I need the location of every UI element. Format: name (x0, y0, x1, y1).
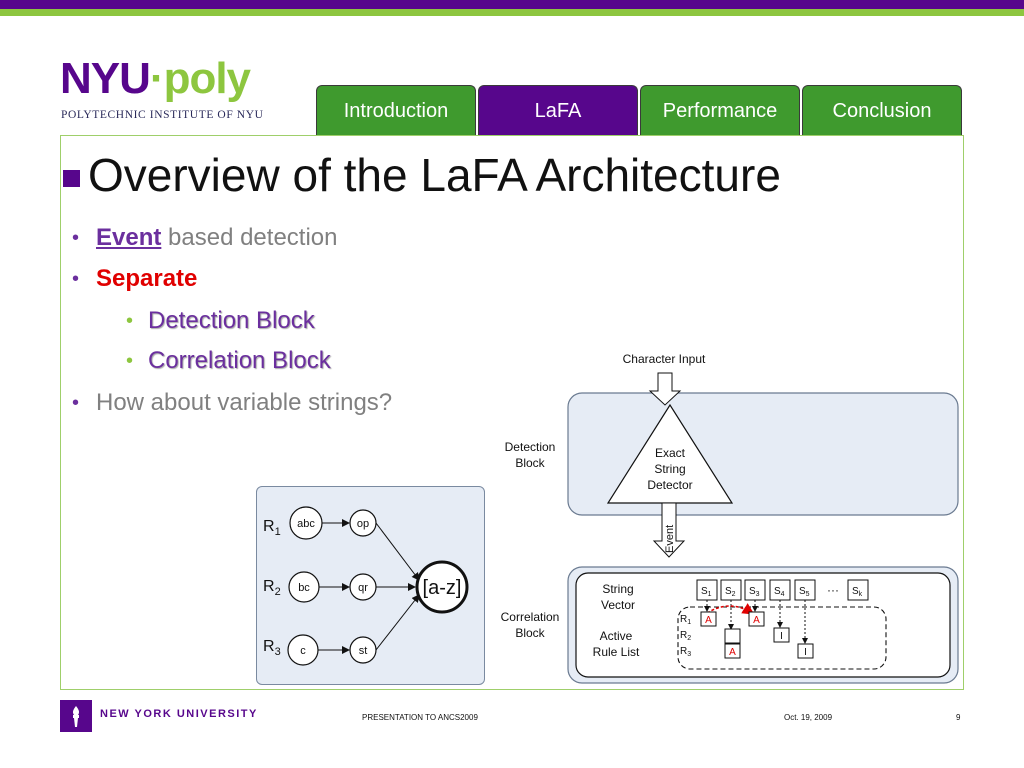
bullet-dot-icon: • (72, 227, 80, 249)
bullet-event-rest: based detection (161, 224, 338, 251)
state-label: qr (358, 582, 368, 594)
string-vector-label: String (602, 582, 633, 596)
active-cell-label: A (729, 647, 736, 658)
logo-subtitle: POLYTECHNIC INSTITUTE OF NYU (61, 109, 264, 121)
character-input-label: Character Input (623, 352, 706, 366)
footer-presentation: PRESENTATION TO ANCS2009 (362, 713, 478, 722)
sub-bullet-detection: Detection Block (148, 307, 315, 334)
s-cell-label: S3 (749, 586, 760, 598)
target-state-node (415, 560, 469, 614)
rule-list-label: Active (600, 629, 633, 643)
bullet-dot-icon: • (72, 268, 80, 290)
logo-dot: · (149, 54, 165, 103)
rule-label: R2 (263, 578, 281, 598)
sub-bullet-dot-icon: • (126, 350, 134, 372)
inactive-cell-label: I (804, 647, 807, 658)
target-state-label: [a-z] (423, 577, 462, 599)
bullet-variable-strings: How about variable strings? (96, 389, 393, 416)
correlation-block-label: Correlation (501, 610, 560, 624)
inactive-cell (773, 627, 790, 643)
rule-row-label: R3 (680, 646, 691, 658)
footer-page-number: 9 (956, 713, 961, 722)
bullet-dot-icon: • (72, 392, 80, 414)
state-label: op (357, 518, 369, 530)
active-cell (724, 643, 741, 659)
architecture-diagram: Character Input Exact String Detector De… (501, 352, 959, 684)
correlation-block-label: Block (515, 626, 545, 640)
detection-block-label: Block (515, 456, 545, 470)
logo-nyu: NYU (60, 54, 151, 103)
regex-figure: R1 abc op R2 bc qr R3 c st [a-z] (256, 486, 485, 685)
state-label: abc (297, 518, 315, 530)
rule-row-label: R2 (680, 630, 691, 642)
logo-wordmark: NYU·poly (60, 54, 251, 104)
title-bullet-icon (63, 170, 80, 187)
sub-bullet-correlation: Correlation Block (148, 347, 331, 374)
bullet-separate: Separate (96, 265, 198, 292)
tab-lafa[interactable]: LaFA (478, 85, 638, 136)
state-label: c (300, 645, 306, 657)
detector-label: Exact (655, 446, 686, 460)
rule-row-label: R1 (680, 614, 691, 626)
rule-list-label: Rule List (593, 645, 640, 659)
state-label: bc (298, 582, 310, 594)
tab-introduction[interactable]: Introduction (316, 85, 476, 136)
inactive-cell (797, 643, 814, 659)
slide-title: Overview of the LaFA Architecture (88, 149, 781, 201)
bullet-event-bold: Event (96, 224, 162, 251)
bullet-event: Event based detection (96, 223, 338, 253)
inactive-cell-label: I (780, 631, 783, 642)
active-cell (748, 611, 765, 627)
inactive-cell (724, 628, 741, 644)
logo-poly: poly (163, 54, 251, 103)
active-cell (700, 611, 717, 627)
ellipsis: ··· (827, 583, 839, 597)
nyu-torch-logo (60, 700, 92, 732)
torch-icon (72, 706, 80, 727)
s-cell-label: S5 (799, 586, 810, 598)
rule-list-region (677, 606, 887, 670)
event-arrow-icon (652, 502, 686, 558)
active-cell-label: A (705, 615, 712, 626)
input-arrow-icon (648, 372, 682, 406)
event-label: Event (664, 525, 676, 553)
detector-label: Detector (647, 478, 692, 492)
active-cell-label: A (753, 615, 760, 626)
detector-label: String (654, 462, 685, 476)
regex-diagram: R1 abc op R2 bc qr R3 c st [a-z] (263, 506, 469, 666)
s-cell-label: Sk (852, 586, 863, 598)
string-vector-label: Vector (601, 598, 635, 612)
nyu-poly-logo: NYU·poly POLYTECHNIC INSTITUTE OF NYU (60, 54, 270, 124)
s-cell-label: S2 (725, 586, 736, 598)
s-cell-label: S1 (701, 586, 712, 598)
string-vector-cells: S1 S2 S3 S4 S5 ··· Sk (696, 579, 869, 601)
rule-label: R3 (263, 638, 281, 658)
tab-conclusion[interactable]: Conclusion (802, 85, 962, 136)
s-cell (847, 579, 869, 601)
s-cell-label: S4 (774, 586, 785, 598)
top-bar-green (0, 9, 1024, 16)
sub-bullet-dot-icon: • (126, 310, 134, 332)
rule-label: R1 (263, 518, 281, 538)
footer-date: Oct. 19, 2009 (784, 713, 833, 722)
state-label: st (359, 645, 368, 657)
detection-block-label: Detection (505, 440, 556, 454)
footer-university: NEW YORK UNIVERSITY (100, 708, 258, 720)
content-frame (60, 135, 964, 690)
tab-performance[interactable]: Performance (640, 85, 800, 136)
lafa-architecture-figure: Character Input Exact String Detector De… (490, 345, 960, 685)
section-tabs: Introduction LaFA Performance Conclusion (316, 85, 966, 136)
top-bar-purple (0, 0, 1024, 9)
